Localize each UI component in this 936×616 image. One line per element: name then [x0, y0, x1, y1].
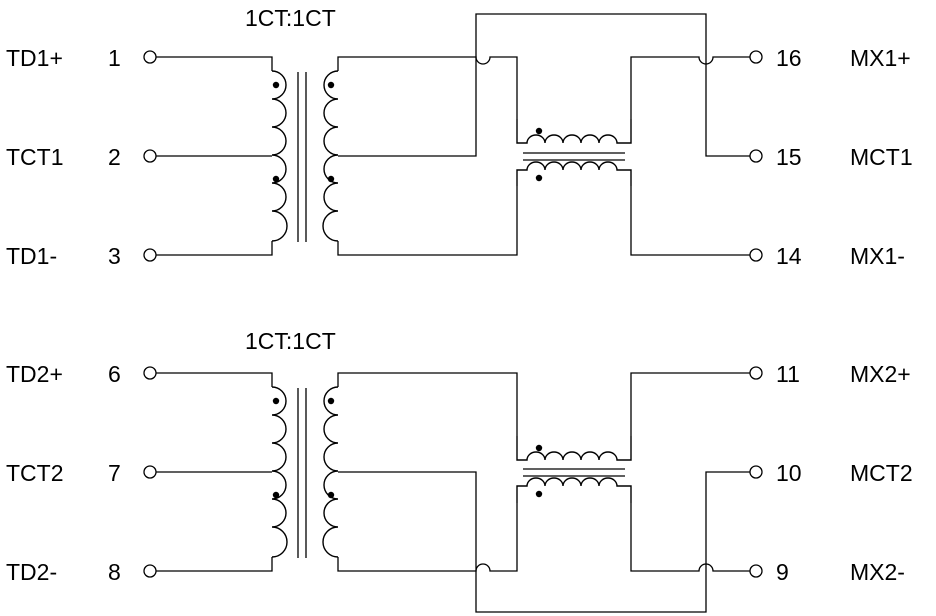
pin-number-2: 2	[108, 144, 121, 170]
pin-signal-td1-plus: TD1+	[6, 45, 63, 71]
choke-winding-1-upper	[516, 119, 632, 144]
terminal-pin-2	[143, 149, 157, 163]
terminal-pin-15	[749, 149, 763, 163]
channel-2-circuit	[143, 366, 763, 613]
pin-signal-td2-plus: TD2+	[6, 361, 63, 387]
wire-pin-16	[630, 56, 750, 119]
terminal-pin-7	[143, 465, 157, 479]
polarity-dot	[327, 175, 335, 183]
pin-number-9: 9	[776, 559, 789, 585]
pin-signal-mx1-plus: MX1+	[850, 45, 911, 71]
polarity-dot	[327, 491, 335, 499]
pin-number-11: 11	[776, 361, 800, 387]
pin-number-15: 15	[776, 144, 802, 170]
channel-1-circuit	[143, 13, 763, 262]
wire-pin-15	[705, 57, 750, 157]
pin-signal-tct1: TCT1	[6, 144, 64, 170]
terminal-pin-6	[143, 366, 157, 380]
wire-pin-3	[156, 241, 273, 256]
pin-number-1: 1	[108, 45, 121, 71]
wire-pin-11	[630, 372, 750, 436]
polarity-dot	[327, 397, 335, 405]
polarity-dot	[272, 397, 280, 405]
pin-number-7: 7	[108, 460, 121, 486]
terminal-pin-16	[749, 50, 763, 64]
terminal-pin-10	[749, 465, 763, 479]
polarity-dot	[327, 81, 335, 89]
terminal-pin-3	[143, 248, 157, 262]
polarity-dot	[272, 491, 280, 499]
polarity-dot	[535, 444, 543, 452]
pin-signal-mx2-plus: MX2+	[850, 361, 911, 387]
pin-signal-td2-minus: TD2-	[6, 559, 57, 585]
transformer-2-ratio: 1CT:1CT	[245, 328, 336, 354]
pin-number-14: 14	[776, 243, 802, 269]
terminal-pin-9	[749, 564, 763, 578]
pin-number-10: 10	[776, 460, 802, 486]
polarity-dot	[535, 127, 543, 135]
choke-winding-1-lower	[516, 161, 632, 186]
terminal-pin-11	[749, 366, 763, 380]
pin-signal-tct2: TCT2	[6, 460, 64, 486]
terminal-pin-1	[143, 50, 157, 64]
primary-winding-1	[271, 70, 288, 242]
secondary-winding-2	[322, 386, 339, 558]
pin-signal-mct2: MCT2	[850, 460, 913, 486]
polarity-dot	[272, 175, 280, 183]
wire-pin-1	[156, 56, 273, 71]
polarity-dot	[535, 174, 543, 182]
choke-winding-2-upper	[516, 436, 632, 461]
pin-number-6: 6	[108, 361, 121, 387]
wire-sec-center	[338, 13, 707, 157]
wire-sec-bottom	[337, 186, 518, 256]
polarity-dot	[272, 81, 280, 89]
wire-pin-14	[630, 186, 750, 256]
wire-pin-6	[156, 372, 273, 387]
terminal-pin-8	[143, 564, 157, 578]
pin-number-8: 8	[108, 559, 121, 585]
pin-signal-mct1: MCT1	[850, 144, 913, 170]
wire-sec2-top	[337, 372, 518, 436]
pin-signal-mx2-minus: MX2-	[850, 559, 905, 585]
wire-pin-8	[156, 557, 273, 572]
pin-signal-td1-minus: TD1-	[6, 243, 57, 269]
primary-winding-2	[271, 386, 288, 558]
wire-sec-top	[337, 56, 518, 119]
pin-signal-mx1-minus: MX1-	[850, 243, 905, 269]
wire-pin-10	[705, 471, 750, 571]
pin-number-16: 16	[776, 45, 802, 71]
wire-pin-9	[630, 503, 750, 572]
choke-winding-2-lower	[516, 477, 632, 503]
terminal-pin-14	[749, 248, 763, 262]
wire-sec2-center	[338, 471, 707, 613]
wire-sec2-bottom	[337, 503, 518, 572]
polarity-dot	[535, 490, 543, 498]
secondary-winding-1	[322, 70, 339, 242]
pin-number-3: 3	[108, 243, 121, 269]
transformer-1-ratio: 1CT:1CT	[245, 5, 336, 31]
